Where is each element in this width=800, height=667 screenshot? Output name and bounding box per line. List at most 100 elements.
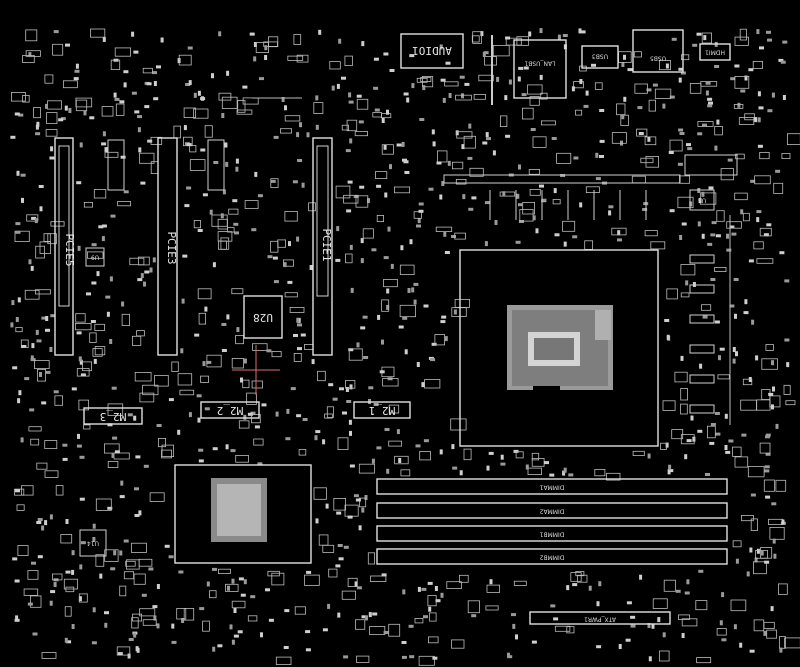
smd-pad xyxy=(82,361,92,372)
smd-pad xyxy=(741,433,747,437)
smd-pad xyxy=(464,82,470,86)
smd-pad xyxy=(387,226,391,232)
smd-pad xyxy=(45,129,58,137)
smd-pad xyxy=(116,646,131,656)
smd-pad xyxy=(714,320,720,324)
smd-pad xyxy=(557,34,561,40)
smd-pad xyxy=(325,503,329,509)
smd-pad xyxy=(638,132,644,135)
smd-pad xyxy=(654,88,672,99)
pch-chip[interactable] xyxy=(174,464,312,564)
smd-pad xyxy=(680,434,695,445)
smd-pad xyxy=(147,139,153,143)
smd-pad xyxy=(768,518,784,525)
dimm-b2-slot[interactable] xyxy=(376,548,728,565)
m2-2-slot[interactable] xyxy=(200,401,260,419)
smd-pad xyxy=(52,573,63,581)
smd-pad xyxy=(188,80,192,86)
smd-pad xyxy=(355,195,369,208)
smd-pad xyxy=(492,150,496,156)
u28-chip[interactable] xyxy=(243,295,283,339)
smd-pad xyxy=(621,62,625,67)
smd-pad xyxy=(686,579,690,585)
smd-pad xyxy=(131,335,142,346)
smd-pad xyxy=(414,618,424,624)
pcie3-slot[interactable] xyxy=(157,137,178,356)
smd-pad xyxy=(123,70,129,74)
smd-pad xyxy=(580,30,586,34)
smd-pad xyxy=(563,467,567,473)
smd-pad xyxy=(368,612,372,618)
usb5-connector[interactable] xyxy=(632,29,684,73)
smd-pad xyxy=(198,459,204,463)
u5-chip[interactable] xyxy=(689,189,715,211)
smd-pad xyxy=(446,581,462,590)
smd-pad xyxy=(756,399,771,411)
smd-pad xyxy=(305,648,311,652)
smd-pad xyxy=(535,228,539,234)
smd-pad xyxy=(75,63,79,69)
smd-pad xyxy=(63,80,78,89)
u14-chip[interactable] xyxy=(79,529,107,557)
smd-pad xyxy=(356,98,369,110)
hdmi-connector[interactable] xyxy=(699,43,731,61)
m2-3-slot[interactable] xyxy=(83,407,143,425)
smd-pad xyxy=(575,109,583,116)
pcie5-slot[interactable] xyxy=(54,137,74,356)
smd-pad xyxy=(734,64,740,68)
smd-pad xyxy=(743,311,749,315)
smd-pad xyxy=(539,184,544,188)
smd-pad xyxy=(427,595,437,607)
smd-pad xyxy=(361,41,365,47)
atx-power-connector[interactable] xyxy=(529,611,671,625)
pcie1-slot[interactable] xyxy=(312,137,333,356)
smd-pad xyxy=(359,497,367,508)
smd-pad xyxy=(685,280,689,286)
smd-pad xyxy=(371,458,375,464)
smd-pad xyxy=(322,544,335,553)
smd-pad xyxy=(154,374,169,387)
smd-pad xyxy=(669,209,675,213)
smd-pad xyxy=(242,97,259,105)
lan-usb-connector[interactable] xyxy=(513,39,567,99)
vrm-choke xyxy=(689,374,715,384)
smd-pad xyxy=(137,256,150,266)
smd-pad xyxy=(707,97,713,101)
dimm-b1-slot[interactable] xyxy=(376,525,728,542)
smd-pad xyxy=(227,227,235,233)
smd-pad xyxy=(148,567,154,571)
smd-pad xyxy=(299,122,302,128)
smd-pad xyxy=(417,586,421,592)
smd-pad xyxy=(53,390,59,394)
smd-pad xyxy=(313,102,324,114)
m2-1-slot[interactable] xyxy=(353,401,411,419)
smd-pad xyxy=(467,156,473,160)
smd-pad xyxy=(485,132,489,138)
smd-pad xyxy=(562,470,566,476)
smd-pad xyxy=(644,136,657,146)
smd-pad xyxy=(748,259,754,263)
smd-pad xyxy=(221,349,227,352)
dimm-a2-slot[interactable] xyxy=(376,502,728,519)
usb3-connector[interactable] xyxy=(581,45,619,69)
smd-pad xyxy=(472,31,482,44)
smd-pad xyxy=(644,230,658,237)
smd-pad xyxy=(161,444,175,458)
audio-connector[interactable] xyxy=(400,33,464,69)
dimm-a1-slot[interactable] xyxy=(376,478,728,495)
smd-pad xyxy=(45,316,49,321)
smd-pad xyxy=(729,304,735,308)
smd-pad xyxy=(211,214,228,227)
smd-pad xyxy=(115,103,125,116)
smd-pad xyxy=(177,429,181,435)
u9-chip[interactable] xyxy=(85,247,105,267)
smd-pad xyxy=(636,128,648,137)
smd-pad xyxy=(15,230,21,234)
cpu-socket[interactable] xyxy=(459,249,659,447)
smd-pad xyxy=(243,579,247,585)
smd-pad xyxy=(28,259,32,265)
smd-pad xyxy=(136,647,140,653)
smd-pad xyxy=(783,384,791,395)
smd-pad xyxy=(549,473,555,477)
smd-pad xyxy=(444,251,450,254)
